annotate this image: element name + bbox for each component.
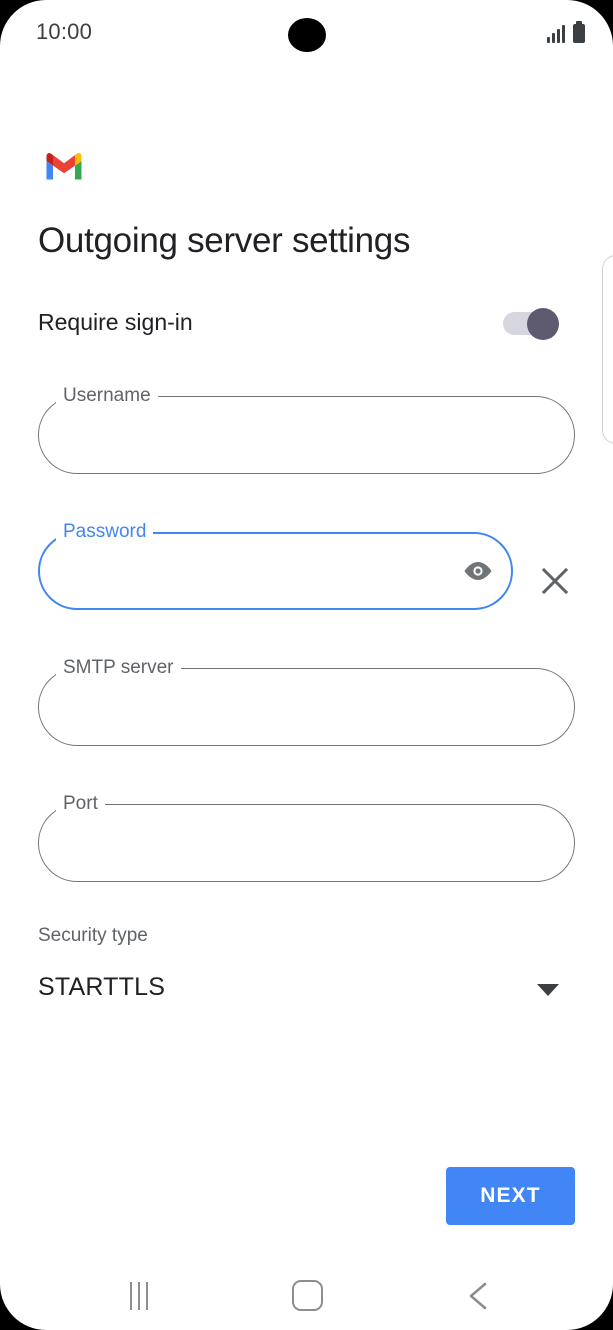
page-title: Outgoing server settings xyxy=(38,221,411,260)
back-chevron-icon[interactable] xyxy=(464,1280,496,1312)
close-x-icon[interactable] xyxy=(536,562,574,600)
smtp-server-field[interactable]: SMTP server xyxy=(38,658,575,748)
home-icon[interactable] xyxy=(292,1280,323,1311)
status-bar-indicators xyxy=(547,19,585,43)
security-type-section: Security type STARTTLS xyxy=(38,925,575,1007)
username-input[interactable] xyxy=(66,396,500,476)
port-field[interactable]: Port xyxy=(38,794,575,884)
password-input[interactable] xyxy=(66,532,500,612)
require-signin-row[interactable]: Require sign-in xyxy=(38,300,575,348)
eye-icon[interactable] xyxy=(461,554,495,588)
username-field[interactable]: Username xyxy=(38,386,575,476)
dropdown-triangle-icon[interactable] xyxy=(537,984,559,996)
offscreen-panel-edge xyxy=(602,255,613,444)
password-field[interactable]: Password xyxy=(38,522,513,612)
next-button[interactable]: NEXT xyxy=(446,1167,575,1225)
security-type-label: Security type xyxy=(38,925,148,946)
security-type-dropdown[interactable]: STARTTLS xyxy=(38,973,575,1007)
recents-icon[interactable] xyxy=(123,1280,155,1312)
system-nav-bar xyxy=(0,1262,613,1330)
toggle-thumb xyxy=(527,308,559,340)
signal-bars-icon xyxy=(547,23,565,43)
status-bar: 10:00 xyxy=(0,0,613,68)
require-signin-label: Require sign-in xyxy=(38,309,193,335)
require-signin-toggle[interactable] xyxy=(503,308,559,340)
front-camera-punch-hole xyxy=(288,18,326,52)
security-type-value: STARTTLS xyxy=(38,973,166,1001)
status-bar-clock: 10:00 xyxy=(36,19,93,44)
gmail-logo-icon xyxy=(44,150,84,182)
battery-icon xyxy=(573,21,585,43)
smtp-server-input[interactable] xyxy=(66,668,500,748)
port-input[interactable] xyxy=(66,804,500,884)
